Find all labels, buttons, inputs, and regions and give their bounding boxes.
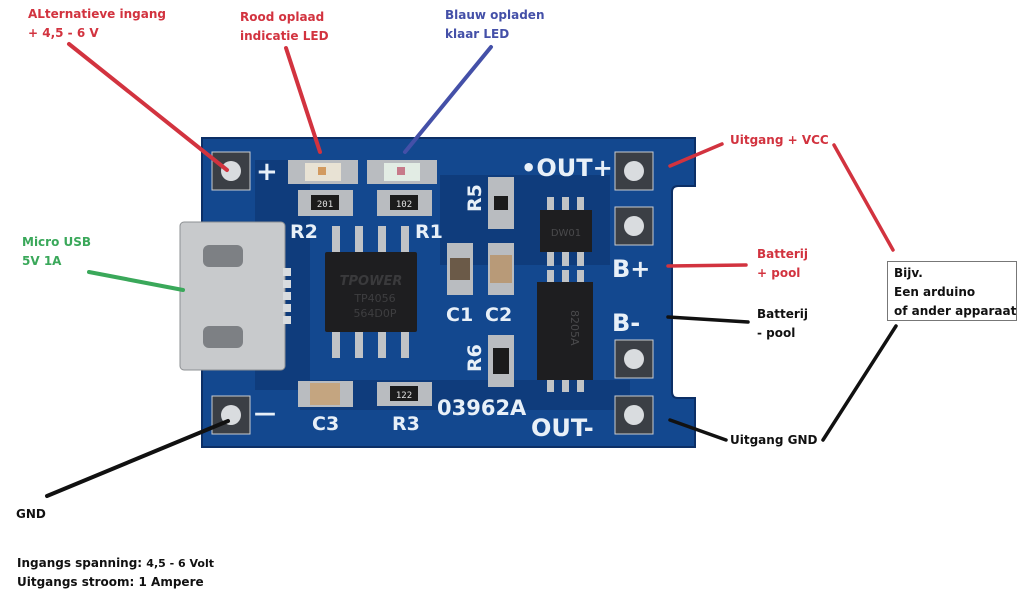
8205a-chip: 8205A	[537, 270, 593, 392]
dw01-text: DW01	[551, 228, 581, 239]
resistor-r1: 102	[377, 190, 432, 216]
silk-r6: R6	[464, 344, 486, 372]
spec-input-label: Ingangs spanning:	[17, 556, 143, 570]
trace-area	[300, 380, 630, 410]
r1-code: 102	[396, 200, 412, 210]
silk-r5: R5	[464, 184, 486, 212]
resistor-r5	[488, 177, 514, 229]
silk-plus: +	[256, 157, 278, 187]
line-red-led	[284, 46, 322, 154]
label-alt-input-line2: + 4,5 - 6 V	[28, 26, 99, 40]
8205a-text: 8205A	[568, 310, 581, 346]
annotation-lines	[45, 42, 898, 498]
device-box-line3: of ander apparaat	[894, 304, 1017, 318]
capacitor-c3	[298, 381, 353, 407]
r2-code: 201	[317, 200, 333, 210]
line-micro-usb	[87, 270, 185, 292]
label-micro-usb-line1: Micro USB	[22, 235, 92, 249]
label-alt-input: ALternatieve ingang + 4,5 - 6 V	[28, 5, 166, 43]
silk-minus: —	[254, 401, 276, 426]
micro-usb-connector	[179, 221, 291, 371]
pad-alt-plus	[211, 151, 251, 191]
silk-board-id: 03962A	[437, 396, 527, 420]
capacitor-c1	[447, 243, 473, 295]
label-alt-input-line1: ALternatieve ingang	[28, 7, 166, 21]
spec-output: Uitgangs stroom: 1 Ampere	[17, 575, 204, 589]
label-micro-usb: Micro USB 5V 1A	[22, 233, 91, 271]
pad-out-plus	[614, 151, 654, 191]
spec-input-value: 4,5 - 6 Volt	[146, 557, 214, 570]
label-blue-led-line2: klaar LED	[445, 27, 510, 41]
label-batt-plus-line2: + pool	[757, 266, 801, 280]
line-batt-minus	[666, 315, 750, 324]
capacitor-c2	[488, 243, 514, 295]
chip-code: 564D0P	[353, 307, 396, 320]
device-box-line1: Bijv.	[894, 266, 923, 280]
label-red-led-line2: indicatie LED	[240, 29, 329, 43]
tp4056-chip: TPOWER TP4056 564D0P	[325, 226, 417, 358]
label-gnd: GND	[16, 505, 46, 524]
label-gnd-line1: GND	[16, 507, 46, 521]
silk-c3: C3	[312, 413, 339, 435]
line-out-gnd	[668, 418, 728, 442]
line-alt-input	[67, 42, 229, 172]
label-out-gnd-line1: Uitgang GND	[730, 433, 818, 447]
label-red-led: Rood oplaad indicatie LED	[240, 8, 329, 46]
line-vcc-device	[832, 143, 895, 252]
line-gnd	[45, 419, 230, 498]
label-red-led-line1: Rood oplaad	[240, 10, 325, 24]
label-out-gnd: Uitgang GND	[730, 431, 817, 450]
tp4056-board: 201 102 122	[179, 137, 696, 448]
silk-b-plus: B+	[612, 255, 650, 283]
chip-model: TP4056	[353, 292, 395, 305]
resistor-r3: 122	[377, 382, 432, 406]
spec-output-value: 1 Ampere	[138, 575, 204, 589]
line-gnd-device	[821, 324, 898, 442]
label-out-vcc: Uitgang + VCC	[730, 131, 829, 150]
label-batt-plus-line1: Batterij	[757, 247, 808, 261]
device-box-line2: Een arduino	[894, 285, 976, 299]
blue-led	[367, 160, 437, 184]
pad-alt-minus	[211, 395, 251, 435]
label-batt-minus: Batterij - pool	[757, 305, 808, 343]
resistor-r6	[488, 335, 514, 387]
red-led	[288, 160, 358, 184]
label-blue-led: Blauw opladen klaar LED	[445, 6, 544, 44]
silk-b-minus: B-	[612, 309, 640, 337]
line-batt-plus	[666, 263, 748, 268]
silk-out-plus: •OUT+	[521, 154, 613, 182]
silk-r3: R3	[392, 413, 420, 435]
pad-out-minus	[614, 395, 654, 435]
line-out-vcc	[668, 142, 724, 168]
label-batt-minus-line2: - pool	[757, 326, 796, 340]
silk-r1: R1	[415, 221, 443, 243]
silk-c1: C1	[446, 304, 473, 326]
spec-output-label: Uitgangs stroom:	[17, 575, 135, 589]
label-micro-usb-line2: 5V 1A	[22, 254, 62, 268]
label-batt-plus: Batterij + pool	[757, 245, 808, 283]
chip-brand: TPOWER	[340, 274, 403, 289]
spec-input: Ingangs spanning: 4,5 - 6 Volt	[17, 556, 214, 570]
silk-out-minus: OUT-	[531, 414, 594, 442]
resistor-r2: 201	[298, 190, 353, 216]
dw01-chip: DW01	[540, 197, 592, 266]
device-box: Bijv. Een arduino of ander apparaat	[887, 261, 1017, 321]
label-blue-led-line1: Blauw opladen	[445, 8, 545, 22]
label-batt-minus-line1: Batterij	[757, 307, 808, 321]
pad-b-plus	[614, 206, 654, 246]
pad-b-minus	[614, 339, 654, 379]
r3-code: 122	[396, 391, 412, 401]
label-out-vcc-line1: Uitgang + VCC	[730, 133, 829, 147]
line-blue-led	[403, 45, 493, 154]
silk-r2: R2	[290, 221, 318, 243]
silk-c2: C2	[485, 304, 512, 326]
